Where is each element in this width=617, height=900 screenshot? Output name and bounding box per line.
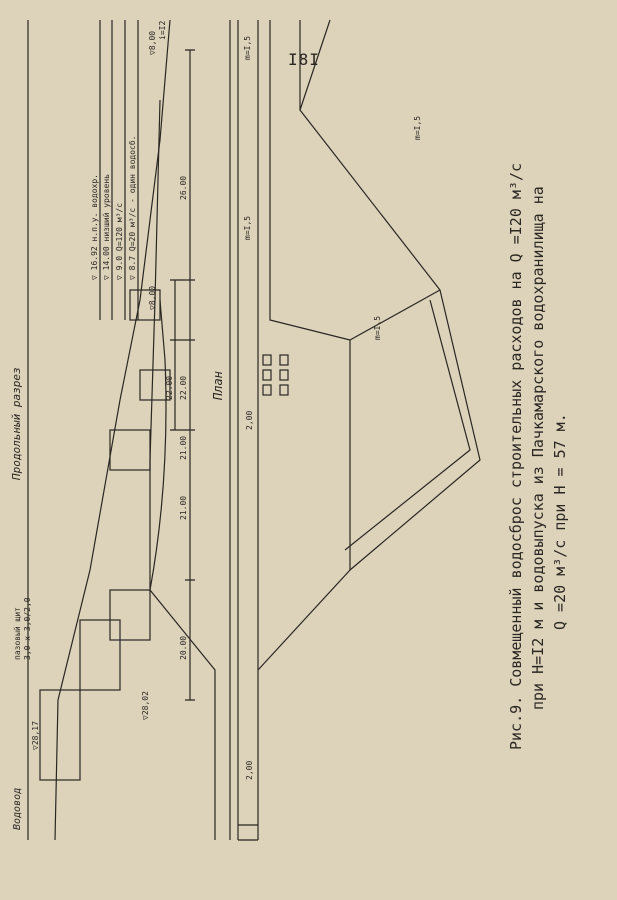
label-m15b: m=I,5 (243, 216, 252, 240)
dim-22a: 22.00 (165, 376, 174, 400)
plan-inner-1 (344, 299, 471, 551)
label-low: ▽ 14.00 низший уровень (102, 174, 111, 280)
label-shandor-sub: 3,0 x 3,0/2,0 (23, 597, 32, 660)
dim-22b: 22.00 (179, 376, 188, 400)
plan-label-mid: 2,00 (245, 411, 254, 430)
dim-tick (170, 49, 195, 701)
label-m15a: m=I,5 (243, 36, 252, 60)
spillway-curve (149, 299, 167, 591)
label-q120: ▽ 9.0 Q=120 м³/с (115, 203, 124, 280)
plan-window-2 (262, 369, 272, 381)
conduit-block-4 (109, 429, 151, 471)
label-nrl: ▽ 16.92 н.п.у. водохр. (90, 174, 99, 280)
plan-title: План (211, 371, 225, 401)
plan-label-left: 2,00 (245, 761, 254, 780)
plan-window-5 (279, 369, 289, 381)
dim-2100: 21.00 (179, 436, 188, 460)
label-m15d: m=I,5 (413, 116, 422, 140)
label-level-2817: ▽28,17 (31, 721, 40, 750)
plan-window-6 (279, 354, 289, 366)
page-number: I8I (288, 50, 320, 69)
conduit-block-1 (39, 689, 81, 781)
plan-window-4 (279, 384, 289, 396)
label-i12: i=I2 (158, 21, 167, 40)
section-ground-line (54, 19, 171, 841)
label-shandor-top: пазовый щит (13, 607, 22, 660)
dim-21: 21.00 (179, 496, 188, 520)
plan-inner-2 (349, 289, 441, 341)
conduit-block-3 (109, 589, 151, 641)
caption-line-2: при H=I2 м и водовыпуска из Пачкамарског… (529, 186, 547, 710)
label-q20: ▽ 8.7 Q=20 м³/с - один водосб. (127, 136, 137, 281)
plan-spillway-left (257, 20, 351, 671)
plan-spillway-right (299, 20, 481, 571)
plan-inner-3 (299, 19, 331, 111)
label-level-2802: ▽28,02 (141, 691, 150, 720)
dim-26: 26.00 (179, 176, 188, 200)
section-floor-line (149, 99, 216, 840)
conduit-block-5 (139, 369, 171, 401)
label-level-800: ▽8,00 (148, 31, 157, 55)
conduit-block-2 (79, 619, 121, 691)
caption-line-1: Рис.9. Совмещенный водосброс строительны… (507, 163, 525, 750)
plan-window-1 (262, 384, 272, 396)
plan-gate (238, 824, 258, 841)
plan-window-3 (262, 354, 272, 366)
label-level-800b: ▽8,00 (148, 286, 157, 310)
label-vodovod: Водовод (12, 788, 23, 830)
section-title: Продольный разрез (10, 367, 23, 481)
label-m15c: m=I,5 (373, 316, 382, 340)
caption-line-3: Q =20 м³/с при H = 57 м. (551, 413, 569, 630)
figure-caption: Рис.9. Совмещенный водосброс строительны… (505, 30, 571, 750)
dim-20: 20.00 (179, 636, 188, 660)
